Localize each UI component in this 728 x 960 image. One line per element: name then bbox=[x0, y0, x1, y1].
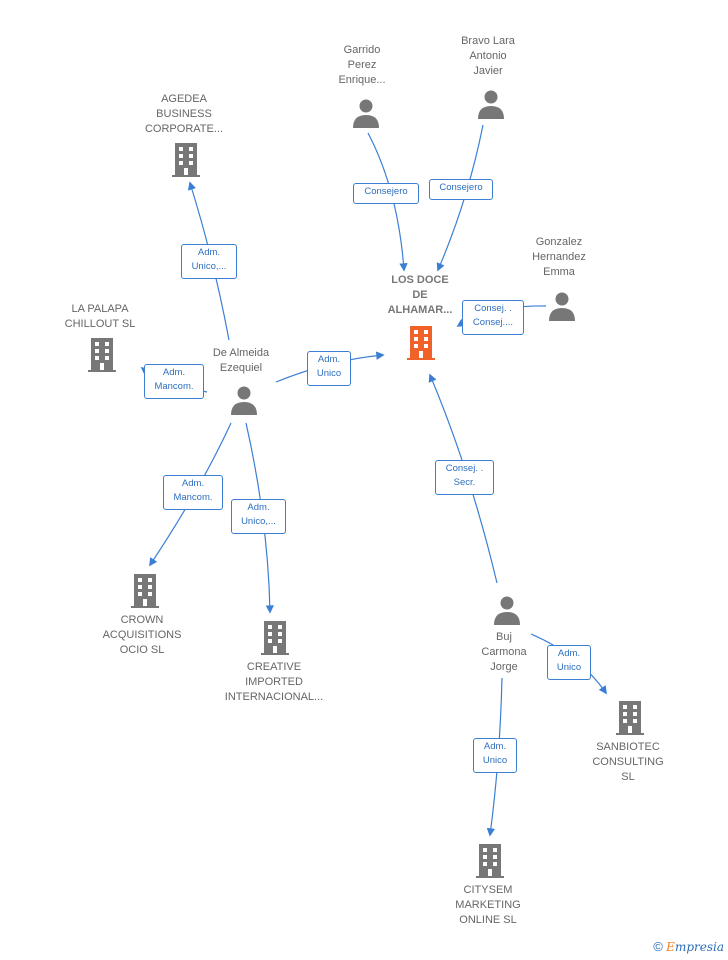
building-icon-losdoce[interactable] bbox=[405, 325, 437, 361]
node-label-agedea[interactable]: AGEDEA BUSINESS CORPORATE... bbox=[144, 93, 224, 135]
edge-label-bravo-losdoce[interactable]: Consejero bbox=[429, 179, 493, 200]
person-icon-gonzalez[interactable] bbox=[546, 290, 578, 322]
edge-label-dealmeida-crown[interactable]: Adm. Mancom. bbox=[163, 475, 223, 510]
building-icon-creative[interactable] bbox=[259, 620, 291, 656]
person-icon-bravo[interactable] bbox=[475, 88, 507, 120]
edge-label-gonzalez-losdoce[interactable]: Consej. . Consej.... bbox=[462, 300, 524, 335]
node-label-garrido[interactable]: Garrido Perez Enrique... bbox=[338, 44, 386, 86]
edge-label-buj-citysem[interactable]: Adm. Unico bbox=[473, 738, 517, 773]
person-icon-buj[interactable] bbox=[491, 594, 523, 626]
building-icon-sanbiotec[interactable] bbox=[614, 700, 646, 736]
copyright-icon: © bbox=[653, 939, 663, 954]
node-label-sanbiotec[interactable]: SANBIOTEC CONSULTING SL bbox=[592, 741, 664, 783]
node-label-citysem[interactable]: CITYSEM MARKETING ONLINE SL bbox=[455, 884, 521, 926]
edge-label-dealmeida-lapalapa[interactable]: Adm. Mancom. bbox=[144, 364, 204, 399]
node-label-lapalapa[interactable]: LA PALAPA CHILLOUT SL bbox=[64, 303, 136, 330]
node-label-crown[interactable]: CROWN ACQUISITIONS OCIO SL bbox=[102, 614, 182, 656]
building-icon-citysem[interactable] bbox=[474, 843, 506, 879]
brand-footer[interactable]: © Empresia bbox=[653, 939, 724, 954]
edge-label-dealmeida-losdoce[interactable]: Adm. Unico bbox=[307, 351, 351, 386]
node-label-gonzalez[interactable]: Gonzalez Hernandez Emma bbox=[532, 236, 586, 278]
edge-label-buj-sanbiotec[interactable]: Adm. Unico bbox=[547, 645, 591, 680]
building-icon-agedea[interactable] bbox=[170, 142, 202, 178]
edge-label-buj-losdoce[interactable]: Consej. . Secr. bbox=[435, 460, 494, 495]
node-label-creative[interactable]: CREATIVE IMPORTED INTERNACIONAL... bbox=[224, 661, 324, 703]
person-icon-dealmeida[interactable] bbox=[228, 384, 260, 416]
building-icon-lapalapa[interactable] bbox=[86, 337, 118, 373]
edge-label-dealmeida-creative[interactable]: Adm. Unico,... bbox=[231, 499, 286, 534]
node-label-dealmeida[interactable]: De Almeida Ezequiel bbox=[212, 347, 270, 374]
brand-logo-text: mpresia bbox=[674, 940, 724, 954]
edge-label-garrido-losdoce[interactable]: Consejero bbox=[353, 183, 419, 204]
edge-label-dealmeida-agedea[interactable]: Adm. Unico,... bbox=[181, 244, 237, 279]
node-label-losdoce[interactable]: LOS DOCE DE ALHAMAR... bbox=[387, 274, 453, 316]
brand-logo-initial: E bbox=[666, 940, 675, 954]
person-icon-garrido[interactable] bbox=[350, 97, 382, 129]
node-label-buj[interactable]: Buj Carmona Jorge bbox=[481, 631, 527, 673]
node-label-bravo[interactable]: Bravo Lara Antonio Javier bbox=[461, 35, 515, 77]
building-icon-crown[interactable] bbox=[129, 573, 161, 609]
